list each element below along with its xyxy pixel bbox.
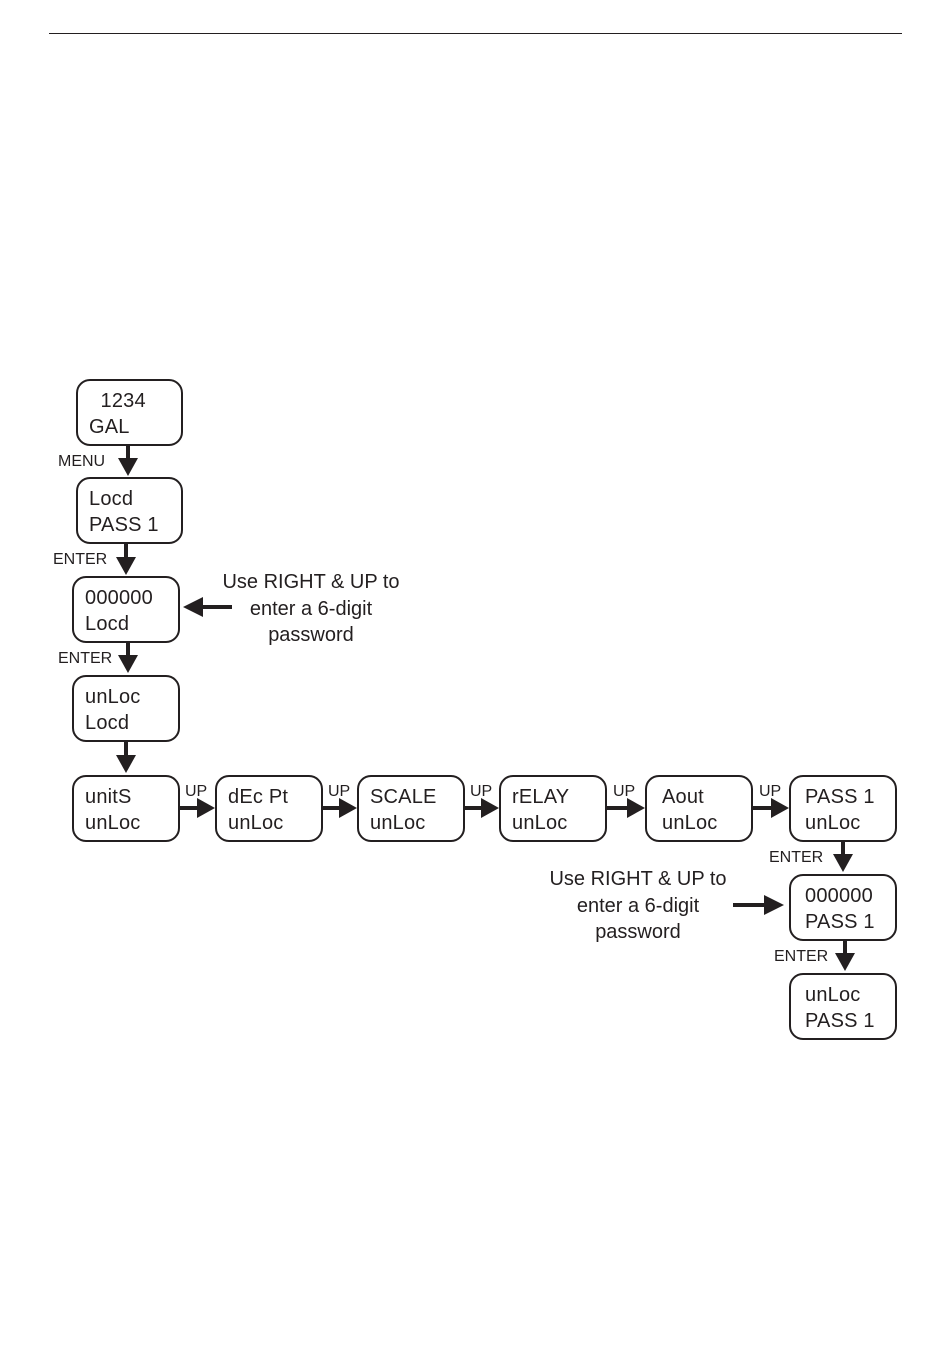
arrowhead [771, 798, 789, 818]
arrowhead [764, 895, 784, 915]
arrowhead [118, 458, 138, 476]
arrowhead [833, 854, 853, 872]
arrowhead [481, 798, 499, 818]
arrowhead [835, 953, 855, 971]
arrowhead [116, 557, 136, 575]
arrowhead [627, 798, 645, 818]
arrowhead [197, 798, 215, 818]
arrowhead [339, 798, 357, 818]
arrowhead [116, 755, 136, 773]
arrowhead [118, 655, 138, 673]
arrowhead [183, 597, 203, 617]
